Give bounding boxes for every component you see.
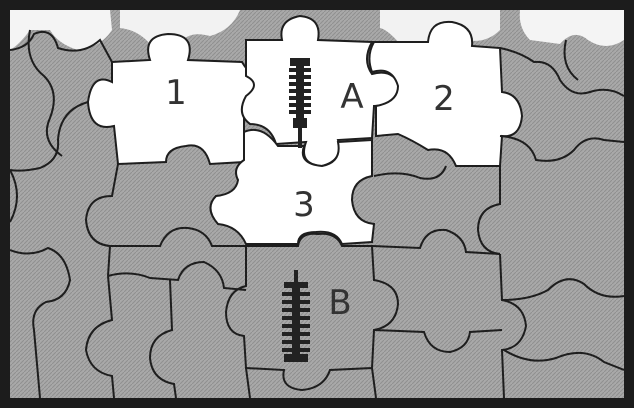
piece-2-label: 2 <box>433 79 455 119</box>
heating-element-icon <box>282 270 310 362</box>
puzzle-piece-b <box>226 234 398 390</box>
piece-a-label: A <box>340 77 363 117</box>
piece-b-label: B <box>328 283 351 323</box>
piece-1-label: 1 <box>165 73 187 113</box>
piece-3-label: 3 <box>293 185 315 225</box>
